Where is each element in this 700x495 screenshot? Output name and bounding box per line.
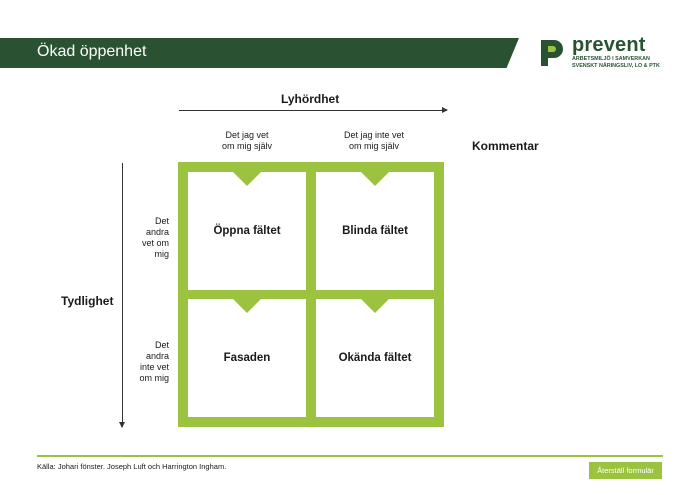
column-header-unknown-to-self: Det jag inte vet om mig själv <box>329 130 419 152</box>
header-band <box>0 38 519 68</box>
quadrant-unknown-label: Okända fältet <box>338 352 412 364</box>
column-header-line: Det jag inte vet <box>343 130 405 140</box>
quadrant-facade[interactable]: Fasaden <box>188 299 306 417</box>
johari-window-grid: Öppna fältet Blinda fältet Fasaden Okänd… <box>178 162 444 427</box>
row-header-line: vet om <box>141 238 169 248</box>
column-header-line: om mig själv <box>221 141 272 151</box>
row-header-known-to-others: Det andra vet om mig <box>124 216 169 260</box>
footer-divider <box>37 455 663 457</box>
vertical-axis-arrow <box>119 163 125 428</box>
row-header-line: inte vet <box>139 362 169 372</box>
row-header-unknown-to-others: Det andra inte vet om mig <box>124 340 169 384</box>
logo-subtitle: ARBETSMILJÖ I SAMVERKAN SVENSKT NÄRINGSL… <box>572 56 660 70</box>
logo-wordmark: prevent <box>572 34 646 56</box>
quadrant-facade-label: Fasaden <box>223 352 271 364</box>
row-header-line: andra <box>145 227 169 237</box>
source-citation: Källa: Johari fönster. Joseph Luft och H… <box>37 462 227 471</box>
quadrant-blind-label: Blinda fältet <box>342 225 408 237</box>
horizontal-axis-label: Lyhördhet <box>281 92 340 106</box>
page-title: Ökad öppenhet <box>37 43 147 60</box>
reset-form-button[interactable]: Återställ formulär <box>589 462 662 479</box>
row-header-line: om mig <box>139 373 169 383</box>
row-header-line: mig <box>154 249 169 259</box>
prevent-logo-icon <box>541 40 563 66</box>
quadrant-open[interactable]: Öppna fältet <box>188 172 306 290</box>
row-header-line: andra <box>145 351 169 361</box>
row-header-line: Det <box>154 340 169 350</box>
quadrant-blind[interactable]: Blinda fältet <box>316 172 434 290</box>
logo-subtitle-line-1: ARBETSMILJÖ I SAMVERKAN <box>572 56 650 62</box>
quadrant-open-label: Öppna fältet <box>213 225 281 237</box>
column-header-line: Det jag vet <box>225 130 269 140</box>
column-header-line: om mig själv <box>348 141 399 151</box>
horizontal-axis-arrow <box>179 107 448 113</box>
column-header-known-to-self: Det jag vet om mig själv <box>207 130 287 152</box>
row-header-line: Det <box>154 216 169 226</box>
quadrant-unknown[interactable]: Okända fältet <box>316 299 434 417</box>
logo-subtitle-line-2: SVENSKT NÄRINGSLIV, LO & PTK <box>572 63 660 69</box>
vertical-axis-label: Tydlighet <box>61 294 114 308</box>
comment-heading: Kommentar <box>472 139 539 153</box>
